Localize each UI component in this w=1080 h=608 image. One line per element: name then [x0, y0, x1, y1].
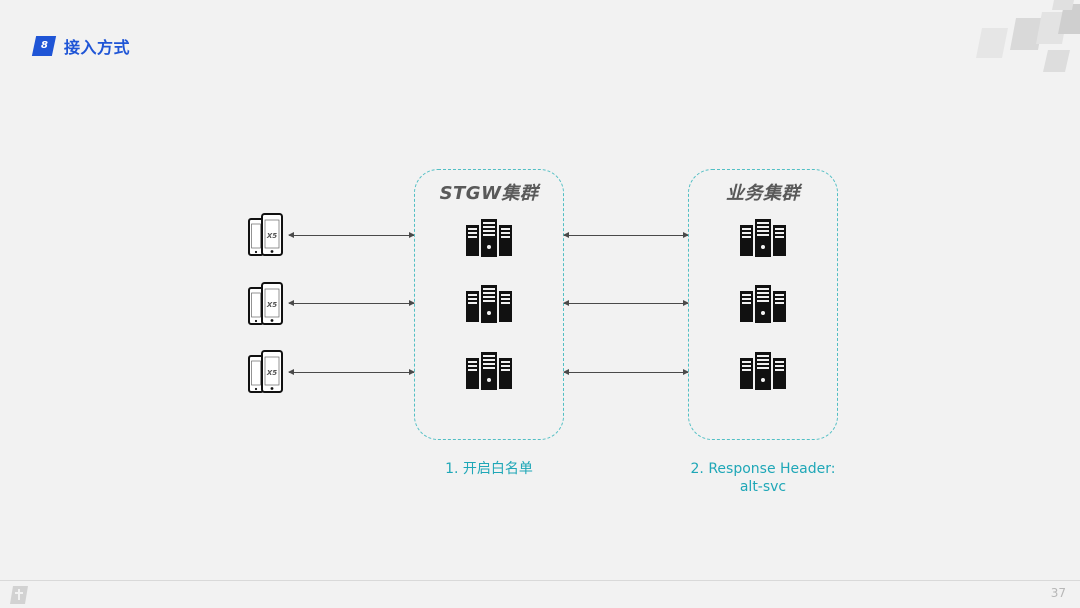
client-phone-icon: X5: [248, 282, 283, 325]
section-badge: 8: [31, 36, 57, 56]
client-stgw-connection: [288, 300, 415, 306]
step-2-label: 2. Response Header: alt-svc: [668, 460, 858, 496]
step-2-line-2: alt-svc: [739, 479, 787, 495]
stgw-business-connection: [563, 369, 689, 375]
client-label: X5: [266, 301, 277, 309]
slide-title: 接入方式: [64, 38, 131, 57]
page-number: 37: [1050, 586, 1066, 600]
step-1-label: 1. 开启白名单: [445, 461, 533, 477]
corner-decoration: [976, 0, 1080, 72]
server-icon: [466, 285, 512, 323]
client-stgw-connection: [288, 232, 415, 238]
client-label: X5: [266, 369, 277, 377]
client-phone-icon: X5: [248, 213, 283, 256]
client-phone-icon: X5: [248, 350, 283, 393]
stgw-cluster-title: STGW集群: [439, 183, 539, 204]
stgw-business-connection: [563, 232, 689, 238]
server-icon: [740, 219, 786, 257]
step-2-line-1: 2. Response Header:: [690, 461, 836, 477]
client-stgw-connection: [288, 369, 415, 375]
server-icon: [740, 352, 786, 390]
logo-icon: [10, 586, 28, 604]
server-icon: [466, 352, 512, 390]
client-label: X5: [266, 232, 277, 240]
business-cluster-title: 业务集群: [726, 183, 800, 204]
server-icon: [466, 219, 512, 257]
business-cluster-box: 业务集群: [688, 169, 838, 440]
server-icon: [740, 285, 786, 323]
section-badge-number: 8: [40, 40, 48, 51]
stgw-business-connection: [563, 300, 689, 306]
footer-divider: [0, 580, 1080, 581]
slide-header: 8 接入方式: [31, 34, 131, 58]
